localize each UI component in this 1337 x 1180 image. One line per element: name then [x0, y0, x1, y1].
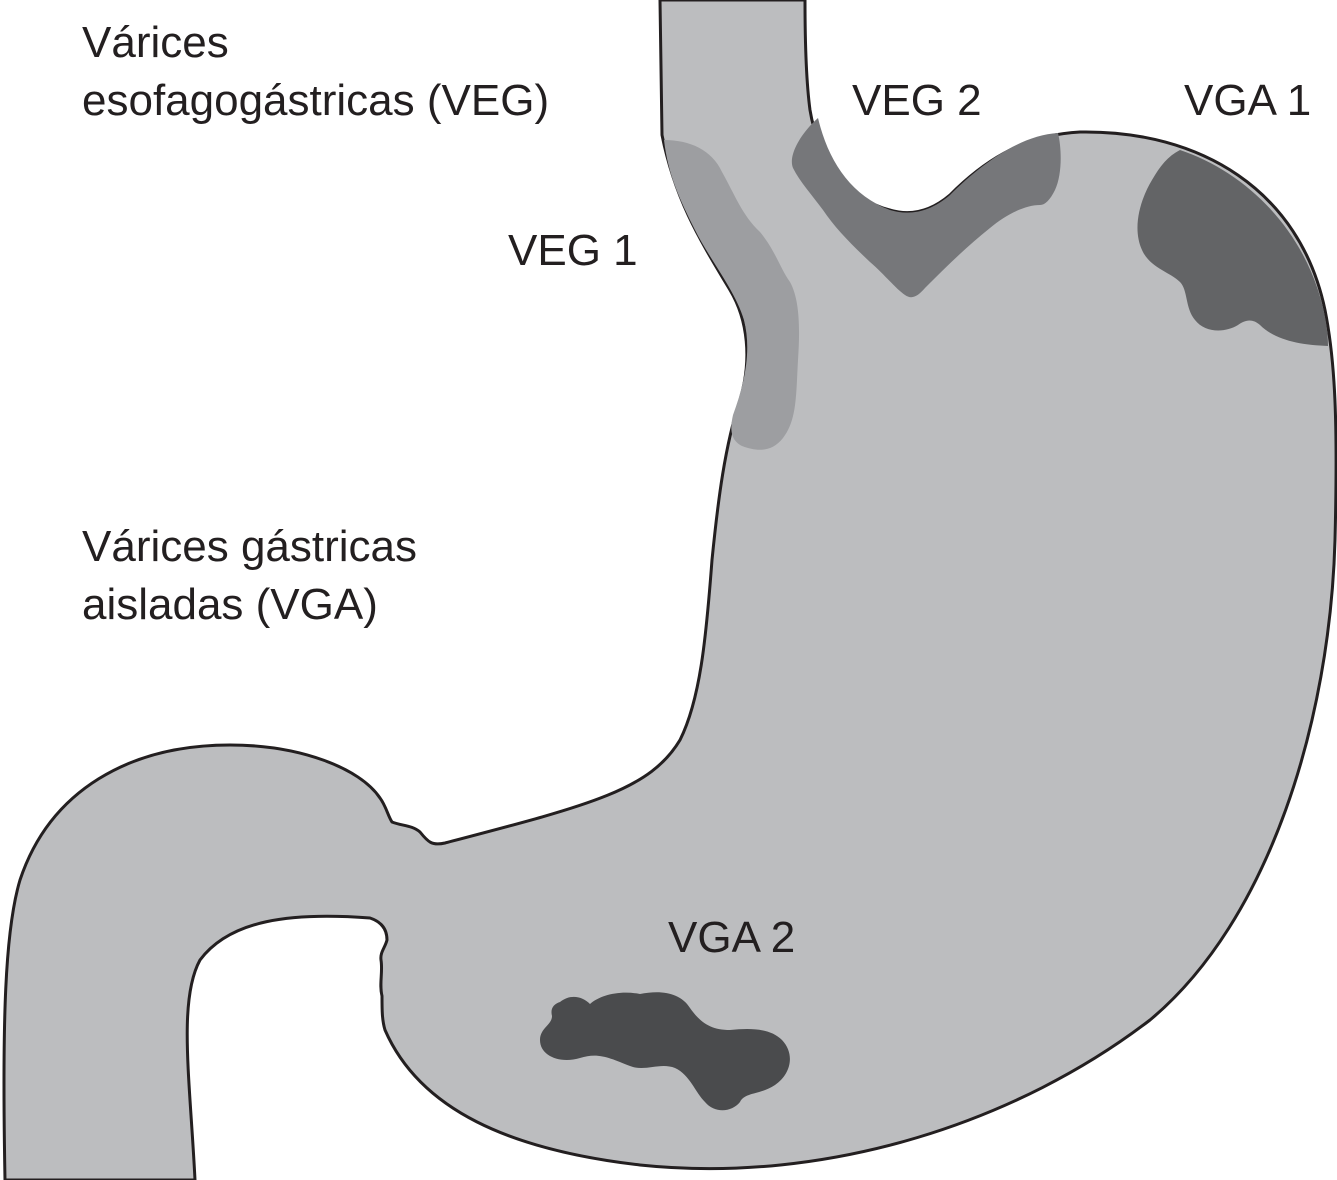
vga1-label: VGA 1 [1184, 76, 1312, 125]
vga-group-label-line2: aisladas (VGA) [82, 580, 378, 629]
vga2-varices-region [540, 992, 790, 1111]
veg-group-label-line2: esofagogástricas (VEG) [82, 76, 550, 125]
veg-group-label: Várices esofagogástricas (VEG) [82, 14, 549, 130]
veg2-varices-region [791, 118, 1061, 298]
vga-group-label-line1: Várices gástricas [82, 522, 418, 571]
veg-group-label-line1: Várices [82, 18, 229, 67]
veg2-label: VEG 2 [852, 76, 982, 125]
veg1-varices-region [664, 140, 800, 450]
veg1-label: VEG 1 [508, 226, 638, 275]
vga2-label: VGA 2 [668, 913, 796, 962]
vga-group-label: Várices gástricas aisladas (VGA) [82, 518, 417, 634]
vga1-varices-region [1137, 150, 1328, 346]
